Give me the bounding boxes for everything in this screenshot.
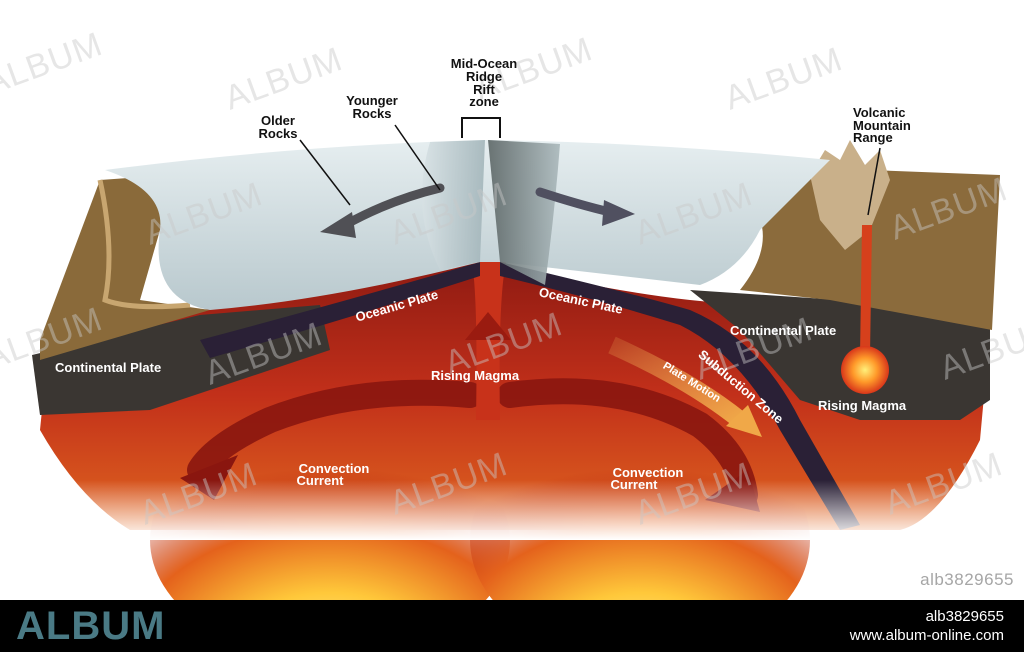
label-older-rocks: Older — [261, 113, 295, 128]
volcanic-leader — [867, 147, 881, 216]
label-volcanic-mountain-range: Mountain — [853, 118, 911, 133]
label-mid-ocean-ridge: Ridge — [466, 69, 502, 84]
album-logo[interactable]: ALBUM — [16, 604, 166, 648]
illustration-stage: ALBUM ALBUM ALBUM ALBUM ALBUM ALBUM ALBU… — [0, 25, 1024, 600]
rift-zone-bracket — [461, 117, 501, 138]
label-volcanic-mountain-range: Volcanic — [853, 105, 906, 120]
footer-website-link[interactable]: www.album-online.com — [849, 627, 1004, 644]
watermark-text: ALBUM — [220, 40, 348, 117]
watermark-text: ALBUM — [0, 25, 108, 102]
younger-rocks-right — [488, 140, 560, 285]
older-rocks-left — [422, 140, 485, 270]
rising-magma-arrowhead — [465, 312, 511, 340]
land-left-edge — [97, 179, 191, 310]
volcanic-mountains — [810, 140, 890, 250]
rising-magma-column — [472, 262, 506, 420]
plate-motion-arrowhead — [726, 405, 762, 437]
label-mid-ocean-ridge: Mid-Ocean — [451, 56, 518, 71]
watermark-text: ALBUM — [720, 40, 848, 117]
convection-arrowhead-left — [180, 455, 238, 500]
magma-chamber — [841, 346, 889, 394]
label-convection-current-right: Convection — [613, 465, 684, 480]
label-convection-current-right: Current — [611, 477, 659, 492]
label-volcanic-mountain-range: Range — [853, 130, 893, 145]
spreading-arrow-left — [340, 183, 445, 230]
older-rocks-leader — [299, 139, 351, 206]
continental-plate-right — [690, 290, 990, 420]
label-continental-plate-right: Continental Plate — [730, 323, 836, 338]
label-younger-rocks: Rocks — [352, 106, 391, 121]
footer-image-id: alb3829655 — [925, 608, 1004, 625]
younger-rocks-leader — [394, 124, 441, 191]
spreading-arrowhead-left — [320, 212, 356, 238]
oceanic-plate-left-band — [200, 262, 480, 358]
plate-motion-arrow — [608, 336, 746, 428]
convection-arrow-right — [497, 378, 758, 508]
volcanic-conduit — [860, 225, 872, 355]
plate-tectonics-diagram: ALBUM ALBUM ALBUM ALBUM ALBUM ALBUM ALBU… — [0, 25, 1024, 600]
label-rift-zone: Rift — [473, 82, 495, 97]
image-id-label: alb3829655 — [920, 570, 1014, 589]
land-left — [40, 175, 210, 360]
spreading-arrowhead-right — [602, 200, 635, 226]
label-continental-plate-left: Continental Plate — [55, 360, 161, 375]
label-rift-zone: zone — [469, 94, 499, 109]
footer-bar: ALBUM alb3829655 www.album-online.com — [0, 600, 1024, 652]
label-convection-current-left: Convection — [299, 461, 370, 476]
label-younger-rocks: Younger — [346, 93, 398, 108]
label-rising-magma-right: Rising Magma — [818, 398, 907, 413]
bottom-fade — [0, 480, 1024, 540]
label-convection-current-left: Current — [297, 473, 345, 488]
label-rising-magma-center: Rising Magma — [431, 368, 520, 383]
label-older-rocks: Rocks — [258, 126, 297, 141]
convection-arrow-left — [187, 379, 483, 483]
